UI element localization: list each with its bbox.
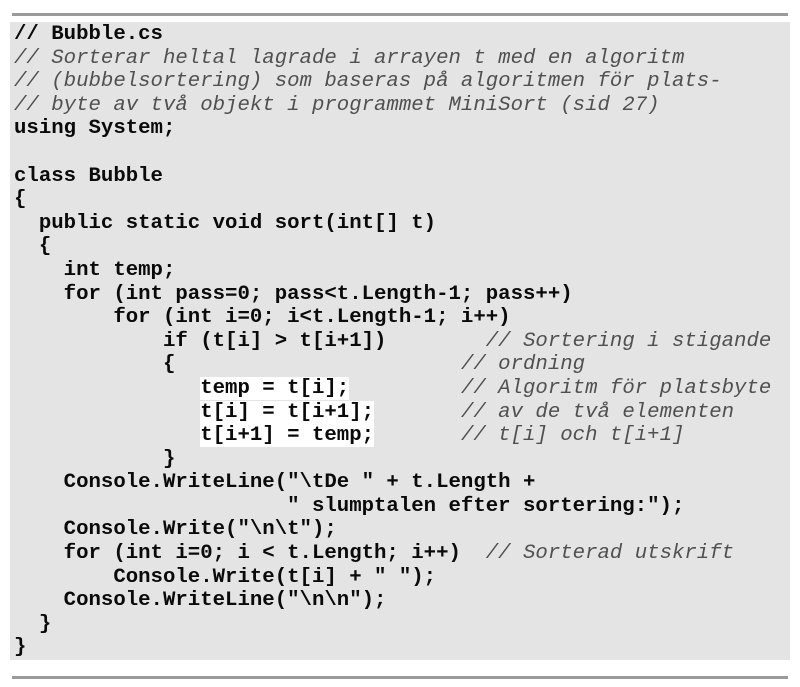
code-text: for (int pass=0; pass<t.Length-1; pass++… — [14, 282, 573, 306]
code-listing: // Bubble.cs// Sorterar heltal lagrade i… — [10, 22, 790, 660]
code-indent — [14, 401, 200, 424]
code-line: class Bubble — [14, 165, 771, 189]
code-line: Console.WriteLine("\tDe " + t.Length + — [14, 471, 771, 495]
code-text: Console.WriteLine("\tDe " + t.Length + — [14, 471, 536, 495]
code-comment: // byte av två objekt i programmet MiniS… — [14, 93, 660, 117]
code-text: } — [14, 612, 52, 636]
code-text: using System; — [14, 117, 176, 141]
code-text: Console.Write("\n\t"); — [14, 518, 337, 542]
code-line: int temp; — [14, 259, 771, 283]
code-line: for (int i=0; i < t.Length; i++) // Sort… — [14, 542, 771, 566]
code-padding — [374, 401, 461, 424]
code-text: for (int i=0; i < t.Length; i++) — [14, 542, 486, 566]
code-text: Console.Write(t[i] + " "); — [14, 565, 437, 589]
code-comment: // Algoritm för platsbyte — [460, 376, 772, 400]
code-line: Console.Write(t[i] + " "); — [14, 566, 771, 590]
code-comment: // av de två elementen — [460, 400, 735, 424]
code-lines: // Bubble.cs// Sorterar heltal lagrade i… — [14, 23, 771, 660]
code-line: temp = t[i]; // Algoritm för platsbyte — [14, 376, 772, 401]
code-text: " slumptalen efter sortering:"); — [14, 494, 685, 518]
code-comment: // Sorterad utskrift — [485, 542, 735, 566]
code-text: { — [14, 353, 461, 377]
code-line: // Bubble.cs — [14, 23, 771, 47]
code-text: } — [14, 447, 176, 471]
code-line: // byte av två objekt i programmet MiniS… — [14, 94, 771, 118]
code-line — [14, 141, 771, 165]
code-text: class Bubble — [14, 164, 163, 188]
code-line: } — [14, 613, 771, 637]
highlighted-code: temp = t[i]; — [200, 376, 350, 400]
bottom-rule — [12, 676, 788, 679]
code-text: // Bubble.cs — [14, 23, 163, 46]
code-line: " slumptalen efter sortering:"); — [14, 495, 771, 519]
code-text: for (int i=0; i<t.Length-1; i++) — [14, 306, 511, 330]
code-line: for (int i=0; i<t.Length-1; i++) — [14, 306, 771, 330]
code-line: public static void sort(int[] t) — [14, 212, 771, 236]
top-rule — [12, 13, 788, 16]
code-indent — [14, 424, 200, 447]
code-line: // (bubbelsortering) som baseras på algo… — [14, 70, 771, 94]
code-line: for (int pass=0; pass<t.Length-1; pass++… — [14, 283, 771, 307]
code-line: { — [14, 235, 771, 259]
code-text: { — [14, 188, 27, 212]
code-text: { — [14, 235, 52, 259]
highlighted-code: t[i+1] = temp; — [200, 424, 375, 448]
code-comment: // (bubbelsortering) som baseras på algo… — [14, 70, 722, 94]
code-line: } — [14, 448, 771, 472]
code-text: if (t[i] > t[i+1]) — [14, 329, 486, 353]
code-line: if (t[i] > t[i+1]) // Sortering i stigan… — [14, 330, 771, 354]
code-comment: // t[i] och t[i+1] — [460, 424, 685, 448]
code-line: t[i] = t[i+1]; // av de två elementen — [14, 400, 771, 425]
code-line: using System; — [14, 117, 771, 141]
code-comment: // ordning — [460, 353, 586, 377]
code-indent — [14, 377, 200, 400]
code-line: { — [14, 188, 771, 212]
code-padding — [349, 377, 461, 400]
highlighted-code: t[i] = t[i+1]; — [200, 400, 375, 424]
code-comment: // Sorterar heltal lagrade i arrayen t m… — [14, 46, 685, 70]
code-line: t[i+1] = temp; // t[i] och t[i+1] — [14, 424, 771, 448]
code-comment: // Sortering i stigande — [485, 329, 772, 353]
code-text: int temp; — [14, 258, 176, 282]
code-line: { // ordning — [14, 353, 771, 377]
code-text: Console.WriteLine("\n\n"); — [14, 589, 387, 613]
code-line: Console.WriteLine("\n\n"); — [14, 589, 771, 613]
code-line: // Sorterar heltal lagrade i arrayen t m… — [14, 47, 771, 71]
code-line: } — [14, 636, 771, 660]
code-padding — [374, 424, 461, 447]
code-line: Console.Write("\n\t"); — [14, 518, 771, 542]
code-text: public static void sort(int[] t) — [14, 211, 437, 235]
code-text: } — [14, 636, 27, 660]
